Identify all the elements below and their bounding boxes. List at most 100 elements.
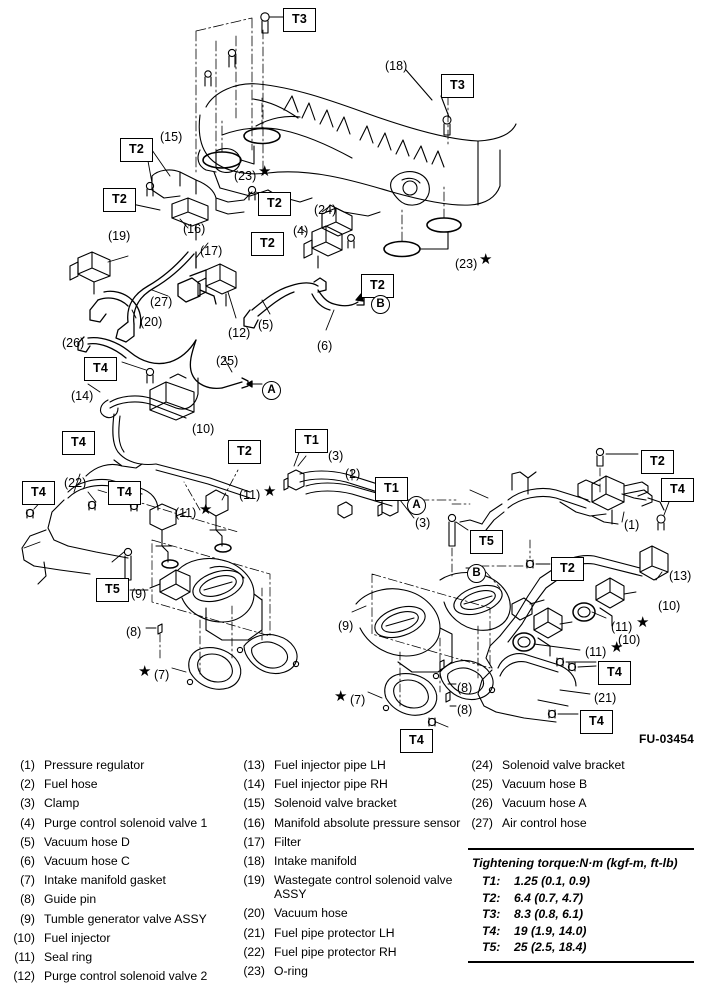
- legend-item-key: (7): [20, 873, 35, 888]
- legend-item: (11)Seal ring: [10, 950, 238, 964]
- star-marker-icon: ★: [263, 483, 277, 500]
- legend-item: (22)Fuel pipe protector RH: [240, 945, 462, 959]
- torque-row-value: 1.25 (0.1, 0.9): [514, 874, 590, 888]
- left-lower-assembly: [21, 361, 300, 690]
- legend-item: (18) Intake manifold: [240, 854, 462, 868]
- legend-item-label: Filter: [274, 834, 302, 849]
- part-callout-23: (23): [455, 257, 478, 271]
- legend-item-key: (22): [243, 944, 265, 959]
- legend-item-label: Intake manifold gasket: [44, 873, 166, 888]
- torque-callout-t2: T2: [251, 232, 284, 256]
- intake-manifold-group: [195, 17, 517, 217]
- torque-callout-t4: T4: [62, 431, 95, 455]
- manifold-bolts: [204, 12, 452, 136]
- legend-item-key: (24): [471, 758, 493, 772]
- legend-item-label: Vacuum hose B: [502, 777, 588, 792]
- legend-column-1: (1) Pressure regulator (2)Fuel hose (3)Clam…: [10, 758, 238, 986]
- torque-table-rows: T1:1.25 (0.1, 0.9)T2:6.4 (0.7, 4.7)T3:8.…: [468, 873, 694, 956]
- part-callout-9: (9): [338, 619, 354, 633]
- torque-callout-t4: T4: [661, 478, 694, 502]
- torque-callout-t4: T4: [598, 661, 631, 685]
- legend-item: (21)Fuel pipe protector LH: [240, 926, 462, 940]
- legend-item-key: (15): [243, 796, 265, 811]
- legend-item: (5)Vacuum hose D: [10, 835, 238, 849]
- part-callout-4: (4): [293, 224, 309, 238]
- legend-item: (4)Purge control solenoid valve 1: [10, 816, 238, 830]
- torque-row-key: T1:: [482, 874, 501, 888]
- legend-item-label: Seal ring: [44, 949, 93, 964]
- star-marker-icon: ★: [138, 663, 152, 680]
- legend-item-key: (3): [20, 796, 35, 811]
- torque-row: T3:8.3 (0.8, 6.1): [468, 906, 694, 923]
- torque-callout-t3: T3: [441, 74, 474, 98]
- legend-item-key: (27): [471, 815, 493, 830]
- legend-item-key: (4): [20, 815, 35, 830]
- legend-item: (20)Vacuum hose: [240, 906, 462, 920]
- part-callout-7: (7): [350, 693, 366, 707]
- part-callout-5: (5): [258, 318, 274, 332]
- legend-item: (15)Solenoid valve bracket: [240, 796, 462, 810]
- torque-callout-t4: T4: [580, 710, 613, 734]
- legend-item-label: Vacuum hose A: [502, 796, 587, 811]
- part-callout-10: (10): [192, 422, 215, 436]
- torque-row: T5:25 (2.5, 18.4): [468, 939, 694, 956]
- torque-callout-t4: T4: [22, 481, 55, 505]
- torque-callout-t1: T1: [375, 477, 408, 501]
- torque-callout-t2: T2: [361, 274, 394, 298]
- legend-item-key: (6): [20, 853, 35, 868]
- torque-row-value: 25 (2.5, 18.4): [514, 940, 587, 954]
- legend-item-label: Wastegate control solenoid valve ASSY: [274, 873, 453, 902]
- legend-item-label: Pressure regulator: [44, 758, 145, 772]
- torque-callout-t2: T2: [228, 440, 261, 464]
- part-callout-23: (23): [234, 169, 257, 183]
- legend-item-label: Fuel injector pipe LH: [274, 758, 386, 772]
- reference-letter-b: B: [371, 295, 390, 314]
- part-callout-21: (21): [594, 691, 617, 705]
- legend-item-label: Fuel injector pipe RH: [274, 777, 388, 792]
- legend-item: (3)Clamp: [10, 796, 238, 810]
- legend-item-label: Air control hose: [502, 815, 587, 830]
- star-marker-icon: ★: [610, 639, 624, 656]
- part-callout-11: (11): [239, 488, 261, 502]
- part-callout-6: (6): [317, 339, 333, 353]
- torque-callout-t2: T2: [258, 192, 291, 216]
- solenoid-bracket-group: [131, 149, 355, 249]
- legend-item-key: (1): [20, 758, 35, 772]
- legend-item-key: (10): [13, 930, 35, 945]
- part-callout-11: (11): [585, 645, 607, 659]
- legend-item: (19)Wastegate control solenoid valve ASS…: [240, 873, 462, 901]
- legend-item-key: (23): [243, 963, 265, 978]
- legend-item-label: Vacuum hose C: [44, 853, 130, 868]
- legend-item-label: Guide pin: [44, 892, 97, 907]
- legend-item: (8)Guide pin: [10, 892, 238, 906]
- legend-item: (2)Fuel hose: [10, 777, 238, 791]
- torque-callout-t4: T4: [84, 357, 117, 381]
- legend-item-key: (18): [243, 853, 265, 868]
- reference-letter-a: A: [407, 496, 426, 515]
- tightening-torque-table: Tightening torque:N·m (kgf-m, ft-lb) T1:…: [468, 848, 694, 963]
- legend-item: (10) Fuel injector: [10, 931, 238, 945]
- torque-row-value: 19 (1.9, 14.0): [514, 923, 587, 938]
- part-callout-14: (14): [71, 389, 94, 403]
- reference-letter-b: B: [467, 564, 486, 583]
- legend-item: (24)Solenoid valve bracket: [468, 758, 700, 772]
- part-callout-17: (17): [200, 244, 223, 258]
- legend-item-key: (12): [13, 969, 35, 984]
- part-callout-22: (22): [64, 476, 87, 490]
- center-lower-assembly: [351, 513, 551, 728]
- part-callout-13: (13): [669, 569, 692, 583]
- torque-callout-t2: T2: [103, 188, 136, 212]
- legend-item: (13)Fuel injector pipe LH: [240, 758, 462, 772]
- part-callout-1: (1): [624, 518, 640, 532]
- legend-item-label: Purge control solenoid valve 2: [44, 969, 208, 984]
- torque-callout-t2: T2: [641, 450, 674, 474]
- legend-item: (1) Pressure regulator: [10, 758, 238, 772]
- torque-row-value: 6.4 (0.7, 4.7): [514, 890, 584, 905]
- part-callout-16: (16): [183, 222, 206, 236]
- torque-row-key: T3:: [482, 907, 501, 921]
- star-marker-icon: ★: [199, 501, 213, 518]
- legend-item-label: Fuel injector: [44, 930, 111, 945]
- legend-item-label: Intake manifold: [274, 853, 357, 868]
- reference-letter-a: A: [262, 381, 281, 400]
